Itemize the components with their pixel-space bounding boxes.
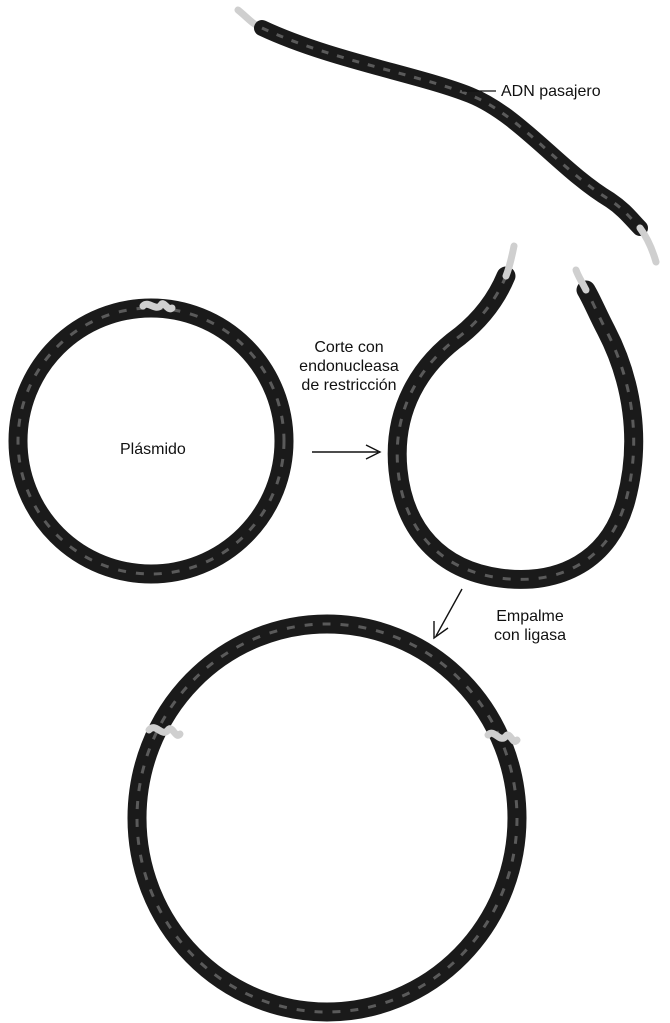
opened-plasmid xyxy=(397,246,634,579)
cut-arrow xyxy=(312,445,380,459)
splice-label-line1: Empalme xyxy=(484,607,576,626)
plasmid-label: Plásmido xyxy=(120,440,186,459)
cut-label-line3: de restricción xyxy=(288,376,410,395)
passenger-dna-fragment xyxy=(238,10,656,262)
cut-label-line2: endonucleasa xyxy=(288,357,410,376)
cut-label-line1: Corte con xyxy=(288,338,410,357)
splice-label-line2: con ligasa xyxy=(484,626,576,645)
plasmid-ring xyxy=(18,304,284,574)
splice-label: Empalme con ligasa xyxy=(484,607,576,645)
passenger-dna-label: ADN pasajero xyxy=(501,82,601,101)
recombinant-plasmid xyxy=(137,624,517,1012)
ligase-arrow xyxy=(434,589,462,638)
cut-label: Corte con endonucleasa de restricción xyxy=(288,338,410,395)
